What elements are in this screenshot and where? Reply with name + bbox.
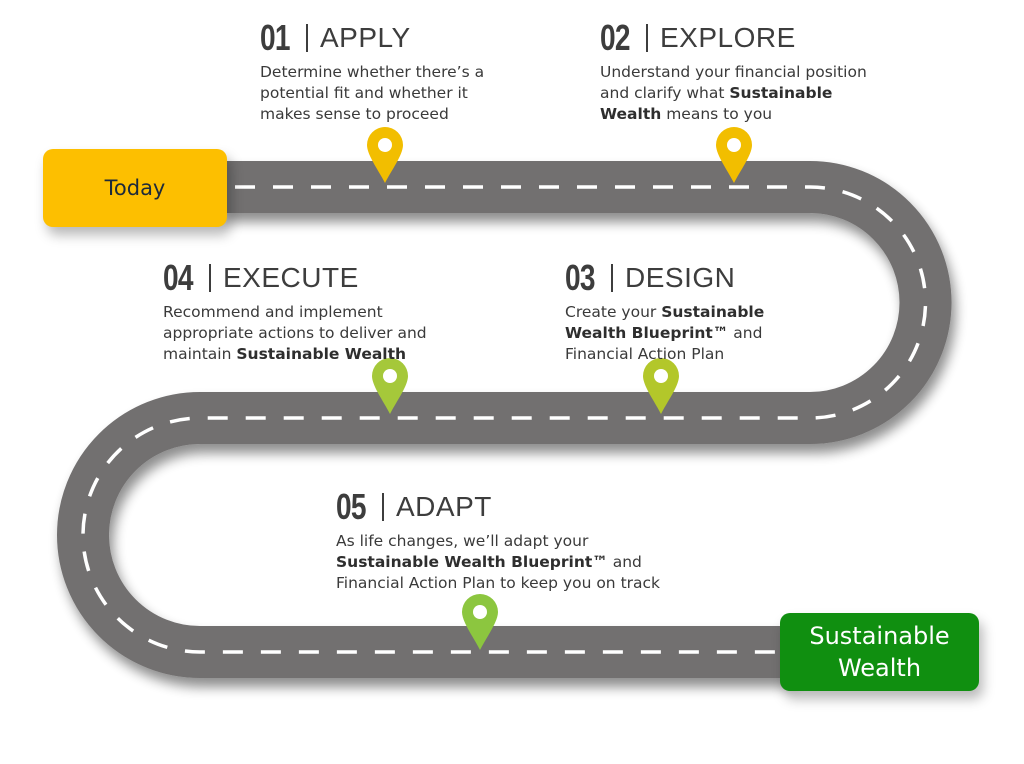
lane-marking [81,185,928,654]
wealth-label-line2: Wealth [837,654,922,682]
step-title: DESIGN [625,262,736,293]
divider [209,264,211,292]
emphasis-text: Sustainable Wealth Blueprint™ [336,553,608,571]
divider [306,24,308,52]
step-adapt: 05 ADAPT As life changes, we’ll adapt you… [336,486,661,594]
map-pin-icon [372,358,408,414]
step-number: 02 [600,17,630,58]
step-number: 03 [565,257,595,298]
today-badge: Today [43,149,227,227]
step-title: EXPLORE [660,22,796,53]
step-number: 05 [336,486,366,527]
step-number: 04 [163,257,193,298]
step-title: EXECUTE [223,262,359,293]
map-pin-icon [643,358,679,414]
step-title: APPLY [320,22,411,53]
divider [382,493,384,521]
emphasis-text: Sustainable [661,303,765,321]
step-explore: 02 EXPLORE Understand your financial posi… [600,17,867,125]
map-pin-icon [367,127,403,183]
wealth-label-line1: Sustainable [809,622,950,650]
divider [611,264,613,292]
sustainable-wealth-badge: Sustainable Wealth [780,613,979,691]
emphasis-text: Sustainable Wealth [236,345,407,363]
divider [646,24,648,52]
map-pin-icon [462,594,498,650]
step-title: ADAPT [396,491,492,522]
emphasis-text: Wealth [600,105,662,123]
emphasis-text: Sustainable [729,84,833,102]
step-number: 01 [260,17,290,58]
map-pin-icon [716,127,752,183]
today-label: Today [104,176,166,200]
emphasis-text: Wealth Blueprint™ [565,324,729,342]
